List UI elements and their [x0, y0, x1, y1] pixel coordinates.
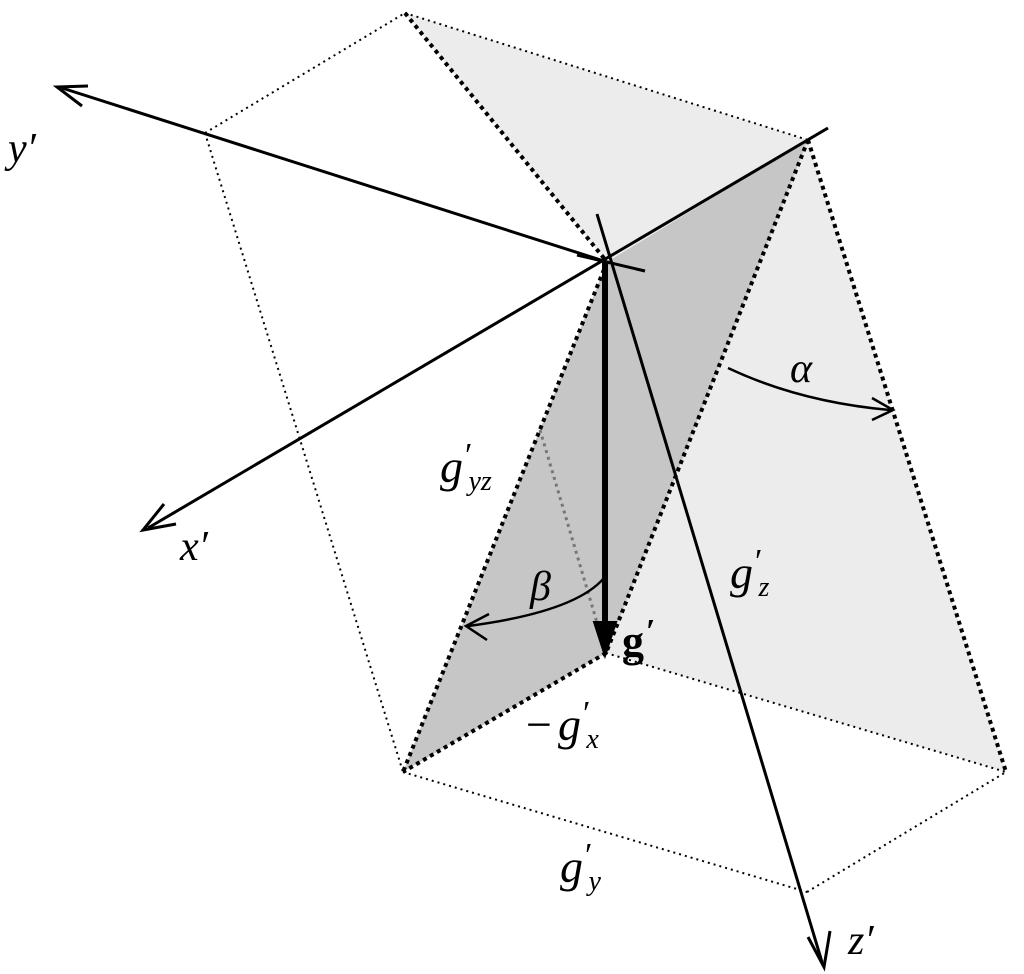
- label-y-axis: y′: [4, 126, 37, 172]
- label-minus-g-x: −g′x: [526, 695, 599, 755]
- label-g-z: g′z: [730, 543, 769, 603]
- y-axis-line: [61, 86, 608, 264]
- svg-text:y′: y′: [4, 126, 37, 172]
- origin-tick: [576, 253, 646, 273]
- svg-text:α: α: [790, 346, 813, 392]
- beta-arrowhead: [463, 612, 490, 642]
- z-axis-arrowhead: [806, 930, 832, 972]
- z-axis-line: [595, 213, 824, 963]
- label-g-y: g′y: [560, 837, 601, 897]
- svg-text:z′: z′: [847, 918, 874, 964]
- beta-arc: [467, 577, 605, 628]
- alpha-arc: [727, 366, 891, 412]
- svg-text:g′: g′: [622, 613, 656, 666]
- svg-text:g′z: g′z: [730, 543, 769, 603]
- svg-text:x′: x′: [179, 524, 209, 570]
- svg-text:g′y: g′y: [560, 837, 601, 897]
- box-edges-heavy-dotted: [401, 11, 1008, 774]
- label-g-prime: g′: [622, 613, 656, 666]
- box-edges-dotted: [204, 12, 1007, 893]
- label-x-axis: x′: [179, 524, 209, 570]
- label-g-yz: g′yz: [440, 437, 492, 497]
- y-axis-arrowhead: [52, 84, 89, 108]
- label-beta: β: [529, 564, 551, 610]
- axes: [61, 86, 829, 963]
- svg-text:−g′x: −g′x: [526, 695, 599, 755]
- label-z-axis: z′: [847, 918, 874, 964]
- label-alpha: α: [790, 346, 813, 392]
- svg-text:β: β: [529, 564, 551, 610]
- alpha-arrowhead: [871, 396, 896, 422]
- g-prime-arrowhead: [592, 621, 618, 660]
- svg-text:g′yz: g′yz: [440, 437, 492, 497]
- x-axis-arrowhead: [139, 503, 177, 533]
- x-axis-line: [147, 126, 829, 530]
